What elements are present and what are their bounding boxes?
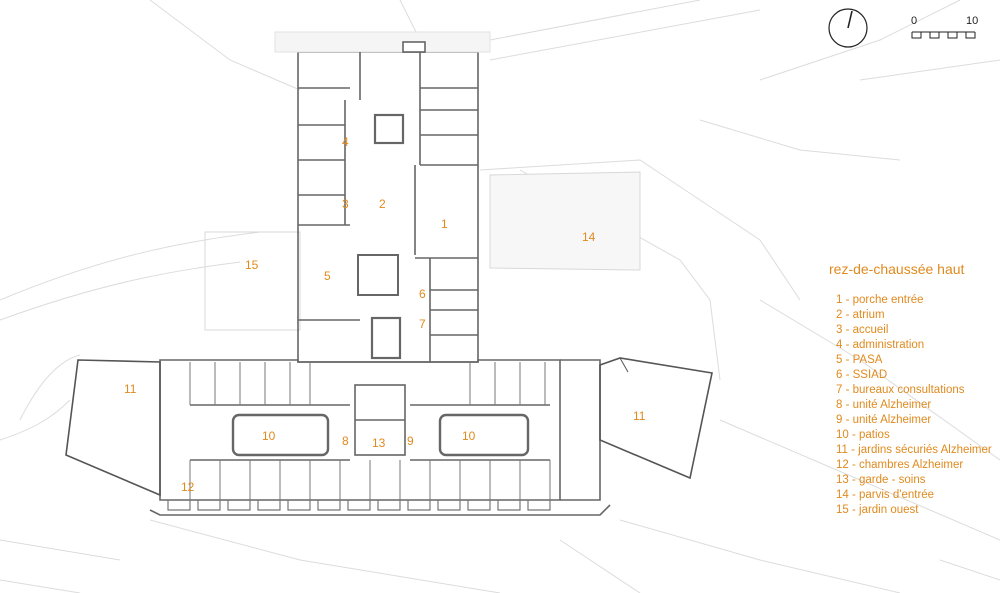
room-number-14: 14 bbox=[582, 230, 596, 244]
building-walls bbox=[149, 31, 611, 516]
room-number-7: 7 bbox=[419, 317, 426, 331]
secured-gardens bbox=[65, 357, 713, 497]
room-number-12: 12 bbox=[181, 480, 195, 494]
legend-item: 15 - jardin ouest bbox=[836, 504, 919, 516]
room-number-1: 1 bbox=[441, 217, 448, 231]
legend-item: 14 - parvis d'entrée bbox=[836, 489, 935, 501]
legend-item: 7 - bureaux consultations bbox=[836, 384, 965, 396]
legend-item: 1 - porche entrée bbox=[836, 294, 924, 306]
legend-item: 11 - jardins sécuriés Alzheimer bbox=[836, 444, 992, 456]
legend-item: 3 - accueil bbox=[836, 324, 889, 336]
legend-item: 5 - PASA bbox=[836, 354, 883, 366]
legend-item: 2 - atrium bbox=[836, 309, 885, 321]
legend-item: 13 - garde - soins bbox=[836, 474, 926, 486]
north-arrow-icon bbox=[828, 8, 868, 48]
legend-item: 9 - unité Alzheimer bbox=[836, 414, 932, 426]
room-number-6: 6 bbox=[419, 287, 426, 301]
room-number-2: 2 bbox=[379, 197, 386, 211]
scale-start-label: 0 bbox=[911, 15, 918, 27]
room-number-8: 8 bbox=[342, 434, 349, 448]
room-number-3: 3 bbox=[342, 197, 349, 211]
scale-bar bbox=[911, 31, 976, 39]
legend-item: 12 - chambres Alzheimer bbox=[836, 459, 964, 471]
room-number-15: 15 bbox=[245, 258, 259, 272]
room-number-9: 9 bbox=[407, 434, 414, 448]
legend-item: 6 - SSIAD bbox=[836, 369, 888, 381]
legend-item: 4 - administration bbox=[836, 339, 925, 351]
legend-item: 8 - unité Alzheimer bbox=[836, 399, 932, 411]
room-number-5: 5 bbox=[324, 269, 331, 283]
legend-item: 10 - patios bbox=[836, 429, 890, 441]
scale-end-label: 10 bbox=[966, 15, 979, 27]
outdoor-areas bbox=[204, 171, 641, 331]
room-number-13: 13 bbox=[372, 436, 386, 450]
room-number-10-east: 10 bbox=[462, 429, 476, 443]
legend-title: rez-de-chaussée haut bbox=[829, 261, 965, 277]
legend-list: 1 - porche entrée 2 - atrium 3 - accueil… bbox=[829, 293, 992, 518]
room-number-10-west: 10 bbox=[262, 429, 276, 443]
room-number-11-west: 11 bbox=[124, 382, 137, 396]
room-number-4: 4 bbox=[342, 135, 349, 149]
room-number-11-east: 11 bbox=[633, 409, 646, 423]
legend: rez-de-chaussée haut 1 - porche entrée 2… bbox=[829, 261, 992, 518]
